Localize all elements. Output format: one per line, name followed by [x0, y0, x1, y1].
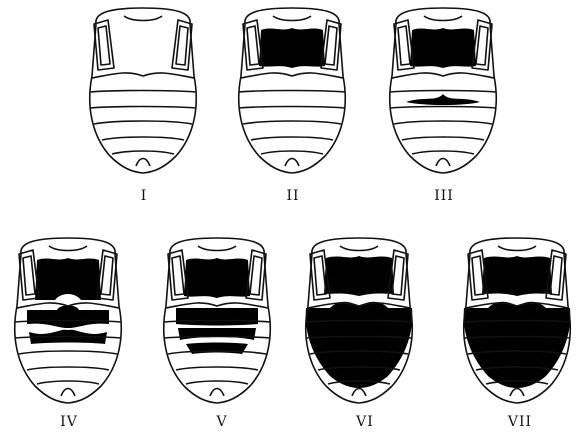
stage-II [239, 8, 346, 173]
stage-label-V: V [215, 414, 227, 430]
stage-III [390, 8, 497, 173]
stage-IV [15, 238, 122, 403]
stage-VII [464, 238, 571, 403]
stage-label-IV: IV [60, 414, 78, 430]
stage-label-I: I [141, 188, 148, 204]
stage-label-VI: VI [355, 414, 374, 430]
stage-label-VII: VII [507, 414, 532, 430]
stage-label-II: II [286, 188, 299, 204]
stage-V [164, 238, 271, 403]
stage-I [90, 8, 197, 173]
stage-label-III: III [434, 188, 454, 204]
stage-VI [306, 238, 413, 403]
